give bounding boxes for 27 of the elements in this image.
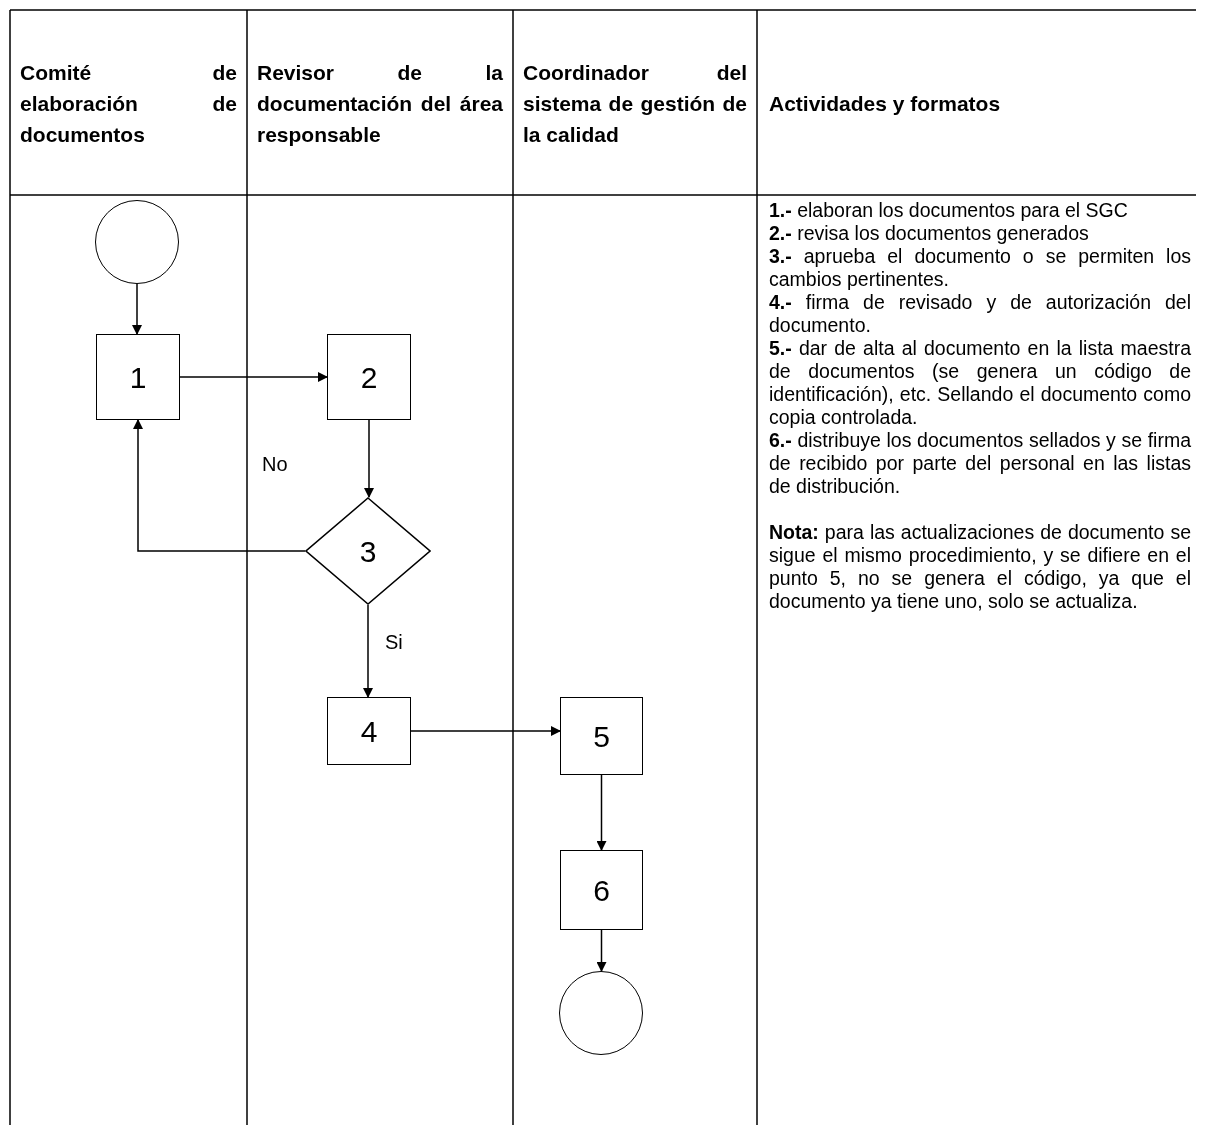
activity-text: 6.- distribuye los documentos sellados y se firma de recibido por parte del personal en las listas de distribución. [769, 429, 1191, 498]
process-box: 2 [327, 334, 411, 420]
decision-diamond: 3 [305, 497, 431, 605]
column-header: Revisor de la documentación del área responsable [257, 59, 503, 148]
process-box: 5 [560, 697, 643, 775]
note-text: Nota: para las actualizaciones de documento se sigue el mismo procedimiento, y se difiere en el punto 5, no se genera el código, ya que el documento ya tiene uno, solo se actualiza. [769, 521, 1191, 613]
column-header: Comité de elaboración de documentos [20, 59, 237, 148]
arrow [363, 604, 373, 698]
process-box: 1 [96, 334, 180, 420]
arrow [596, 774, 607, 851]
column-header: Actividades y formatos [768, 90, 1001, 117]
edge-label: No [262, 454, 288, 474]
activity-text: 4.- firma de revisado y de autorización del documento. [769, 291, 1191, 337]
arrow [364, 419, 374, 498]
edge-label: Si [385, 632, 403, 652]
activity-text: 3.- aprueba el documento o se permiten los cambios pertinentes. [769, 245, 1191, 291]
activity-text: 2.- revisa los documentos generados [769, 222, 1090, 245]
process-box: 6 [560, 850, 643, 930]
arrow [133, 419, 306, 552]
arrow [410, 726, 561, 736]
activity-text: 1.- elaboran los documentos para el SGC [769, 199, 1129, 222]
column-header: Coordinador del sistema de gestión de la calidad [523, 59, 747, 148]
arrow [132, 283, 142, 335]
activity-text: 5.- dar de alta al documento en la lista maestra de documentos (se genera un código de identificación), etc. Sellando el documento como copia controlada. [769, 337, 1191, 429]
arrow [596, 929, 607, 972]
process-box: 4 [327, 697, 411, 765]
arrow [179, 372, 328, 382]
